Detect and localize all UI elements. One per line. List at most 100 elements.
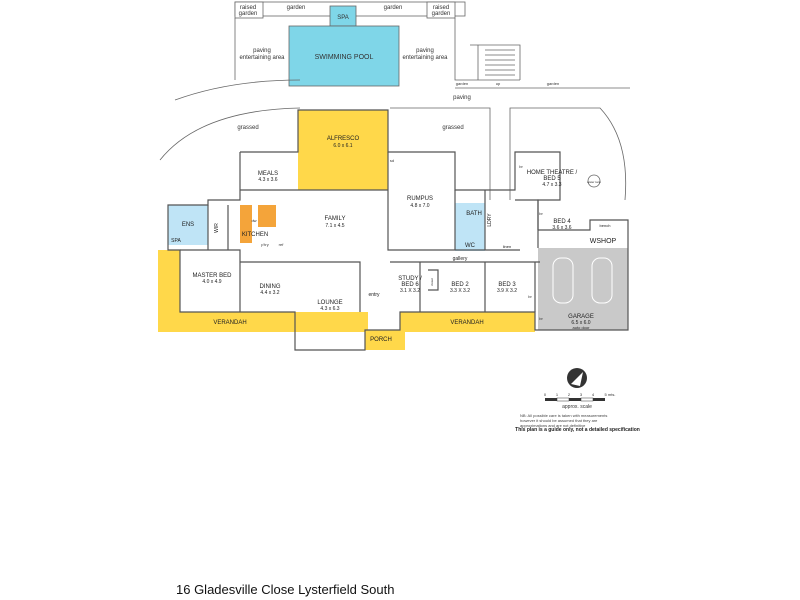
ens-label: ENS bbox=[182, 222, 194, 228]
study-line2: BED 6 bbox=[401, 282, 419, 288]
rumpus-wall bbox=[387, 152, 520, 251]
ldry-label: LDRY bbox=[487, 213, 493, 227]
bath-fill bbox=[455, 203, 485, 251]
guide-note: This plan is a guide only, not a detaile… bbox=[515, 427, 640, 433]
grassed-right-label: grassed bbox=[442, 125, 463, 131]
kitchen-island-fill bbox=[258, 205, 276, 227]
dining-label: DINING bbox=[260, 284, 281, 290]
wc-label: WC bbox=[465, 243, 476, 249]
gallery-label: gallery bbox=[453, 256, 468, 262]
meals-label: MEALS bbox=[258, 171, 278, 177]
garage-cars bbox=[552, 257, 613, 304]
walls bbox=[167, 109, 629, 351]
home-theatre-dims: 4.7 x 3.3 bbox=[542, 182, 561, 188]
property-address: 16 Gladesville Close Lysterfield South bbox=[176, 582, 395, 597]
wir-walls bbox=[207, 205, 229, 250]
raised-garden-right-line2: garden bbox=[432, 11, 451, 17]
car-left bbox=[552, 257, 574, 304]
dining-dims: 4.4 x 3.2 bbox=[260, 290, 279, 296]
outdoor-area bbox=[159, 1, 630, 201]
paving-label: paving bbox=[453, 95, 471, 101]
built-in-robe-bed4-label: br bbox=[539, 211, 543, 216]
verandah-right-fill bbox=[400, 312, 535, 332]
paving-right-line2: entertaining area bbox=[402, 55, 448, 61]
verandah-left-fill bbox=[158, 312, 368, 332]
kitchen-label: KITCHEN bbox=[242, 232, 268, 238]
rumpus-dims: 4.8 x 7.0 bbox=[410, 203, 429, 209]
grassed-boundary bbox=[390, 107, 491, 200]
verandah-side-fill bbox=[158, 250, 180, 332]
built-in-robe-garage-label: br bbox=[539, 316, 543, 321]
lounge-label: LOUNGE bbox=[317, 300, 342, 306]
pantry-label: p'try bbox=[261, 242, 268, 247]
family-label: FAMILY bbox=[325, 216, 346, 222]
stairs bbox=[470, 44, 521, 80]
garage-label: GARAGE bbox=[568, 314, 594, 320]
swimming-pool bbox=[288, 25, 400, 87]
grassed-left-label: grassed bbox=[237, 125, 258, 131]
home-theatre-line1: HOME THEATRE / bbox=[527, 170, 578, 176]
disclaimer-line-3: approximations and are not definitive bbox=[520, 423, 586, 428]
raised-garden-left bbox=[234, 1, 264, 19]
scale-bar bbox=[545, 397, 605, 402]
wir-label: WIR bbox=[214, 223, 220, 233]
wshop-label: WSHOP bbox=[590, 238, 617, 245]
raised-garden-right bbox=[426, 1, 456, 19]
dining-wall bbox=[240, 261, 361, 312]
bed2-label: BED 2 bbox=[451, 282, 469, 288]
bed4-wall bbox=[515, 199, 539, 230]
garden-top-left-label: garden bbox=[287, 5, 306, 11]
garden-step-left-label: garden bbox=[456, 81, 468, 86]
grassed-curve-left bbox=[159, 107, 301, 161]
scale-tick-0: 0 bbox=[544, 392, 547, 397]
paving-left-line1: paving bbox=[253, 48, 271, 54]
bed3-label: BED 3 bbox=[498, 282, 516, 288]
raised-garden-left-line2: garden bbox=[239, 11, 258, 17]
bed2-dims: 3.3 X 3.2 bbox=[450, 288, 470, 294]
verandah-right-label: VERANDAH bbox=[450, 320, 483, 326]
disclaimer-line-1: NB: All possible care is taken with meas… bbox=[520, 413, 608, 418]
master-bed-dims: 4.0 x 4.9 bbox=[202, 279, 221, 285]
car-right bbox=[591, 257, 613, 304]
garden-step-right-label: garden bbox=[547, 81, 559, 86]
verandah-left-label: VERANDAH bbox=[213, 320, 246, 326]
scale-tick-3: 3 bbox=[580, 392, 583, 397]
scale-label: approx. scale bbox=[562, 404, 592, 410]
garden-top-right-label: garden bbox=[384, 5, 403, 11]
built-in-robe-theatre-label: br bbox=[519, 164, 523, 169]
home-theatre-line2: BED 5 bbox=[543, 176, 561, 182]
water-tank-label: water tank bbox=[587, 180, 601, 184]
entry-label: entry bbox=[368, 292, 380, 298]
study-dims: 3.1 X 3.2 bbox=[400, 288, 420, 294]
scale-tick-4: 4 bbox=[592, 392, 595, 397]
grassed-boundary-right bbox=[509, 107, 627, 201]
porch-label: PORCH bbox=[370, 337, 392, 343]
study-line1: STUDY / bbox=[398, 276, 422, 282]
bed4-dims: 3.6 x 3.6 bbox=[552, 225, 571, 231]
scale-tick-5: 5 mts. bbox=[605, 392, 616, 397]
paving-right-line1: paving bbox=[416, 48, 434, 54]
closet-box bbox=[428, 269, 439, 291]
raised-garden-left-line1: raised bbox=[240, 5, 256, 11]
sliding-door-label: sd bbox=[390, 158, 394, 163]
spa-outdoor-label: SPA bbox=[337, 15, 349, 21]
alfresco-label: ALFRESCO bbox=[327, 136, 360, 142]
scale-tick-1: 1 bbox=[556, 392, 559, 397]
kitchen-counter-fill bbox=[240, 205, 252, 243]
paving-left-line2: entertaining area bbox=[239, 55, 285, 61]
porch-fill bbox=[365, 330, 405, 350]
spa-indoor-label: SPA bbox=[171, 238, 181, 244]
meals-dims: 4.3 x 3.6 bbox=[258, 177, 277, 183]
scale-tick-2: 2 bbox=[568, 392, 571, 397]
bed4-label: BED 4 bbox=[553, 219, 571, 225]
lounge-dims: 4.3 x 6.3 bbox=[320, 306, 339, 312]
built-in-robe-bed3-label: br bbox=[528, 294, 532, 299]
water-tank bbox=[587, 174, 601, 188]
swimming-pool-label: SWIMMING POOL bbox=[315, 54, 374, 61]
master-wall bbox=[180, 249, 241, 312]
outer-wall bbox=[167, 152, 629, 351]
ens-fill bbox=[168, 205, 208, 245]
fridge-label: ref bbox=[279, 242, 285, 247]
alfresco-fill bbox=[298, 110, 388, 190]
